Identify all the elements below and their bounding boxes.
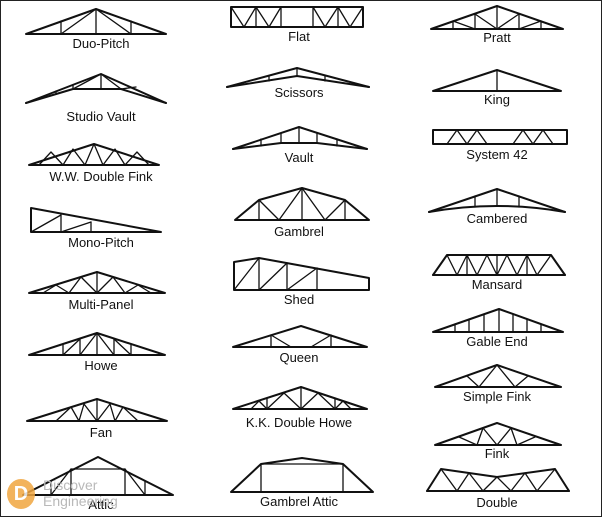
truss-mono-pitch: Mono-Pitch (1, 206, 201, 270)
truss-pratt: Pratt (397, 1, 597, 65)
watermark: D Discover Engineering (7, 477, 177, 515)
truss-fink: Fink (397, 421, 597, 485)
truss-howe: Howe (1, 331, 201, 395)
truss-multi-panel: Multi-Panel (1, 269, 201, 333)
truss-label: Pratt (483, 30, 511, 45)
truss-label: Double (476, 495, 518, 510)
truss-queen: Queen (199, 323, 399, 387)
truss-label: Fan (89, 425, 113, 440)
truss-types-figure: Duo-Pitch Studio Vault W.W. Double Fink (0, 0, 602, 517)
truss-label: Simple Fink (463, 389, 531, 404)
truss-fan: Fan (1, 395, 201, 459)
truss-label: Vault (284, 150, 314, 165)
truss-mansard: Mansard (397, 251, 597, 315)
truss-ww-double-fink: W.W. Double Fink (1, 141, 201, 205)
truss-label: System 42 (466, 147, 528, 162)
truss-gambrel: Gambrel (199, 186, 399, 250)
truss-label: Flat (288, 29, 310, 44)
truss-vault: Vault (199, 124, 399, 188)
truss-attic: Attic (1, 455, 201, 519)
truss-label: Shed (283, 292, 315, 307)
truss-duo-pitch: Duo-Pitch (1, 1, 201, 65)
truss-label: Scissors (274, 85, 324, 100)
truss-studio-vault: Studio Vault (1, 69, 201, 133)
truss-kk-double-howe: K.K. Double Howe (199, 385, 399, 449)
truss-label: Cambered (466, 211, 528, 226)
truss-gable-end: Gable End (397, 306, 597, 370)
truss-cambered: Cambered (397, 186, 597, 250)
truss-label: Gambrel Attic (259, 494, 339, 509)
watermark-logo-icon: D (7, 479, 35, 509)
truss-label: Mansard (471, 277, 523, 292)
truss-label: K.K. Double Howe (245, 415, 353, 430)
truss-label: Fink (484, 446, 510, 461)
watermark-line2: Engineering (43, 493, 118, 509)
truss-label: Howe (84, 358, 118, 373)
truss-label: Gable End (466, 334, 528, 349)
truss-system-42: System 42 (397, 126, 597, 190)
truss-flat: Flat (199, 1, 399, 65)
truss-simple-fink: Simple Fink (397, 363, 597, 427)
truss-label: King (483, 92, 511, 107)
truss-label: Multi-Panel (68, 297, 134, 312)
truss-label: Attic (88, 497, 114, 512)
truss-gambrel-attic: Gambrel Attic (199, 456, 399, 520)
watermark-line1: Discover (43, 477, 98, 493)
truss-label: Queen (279, 350, 319, 365)
truss-shed: Shed (199, 256, 399, 320)
truss-scissors: Scissors (199, 63, 399, 127)
truss-label: Mono-Pitch (68, 235, 134, 250)
truss-double: Double (397, 467, 597, 531)
truss-king: King (397, 67, 597, 131)
truss-label: Gambrel (274, 224, 324, 239)
truss-label: Studio Vault (66, 109, 136, 124)
truss-label: W.W. Double Fink (49, 169, 153, 184)
truss-label: Duo-Pitch (72, 36, 130, 51)
